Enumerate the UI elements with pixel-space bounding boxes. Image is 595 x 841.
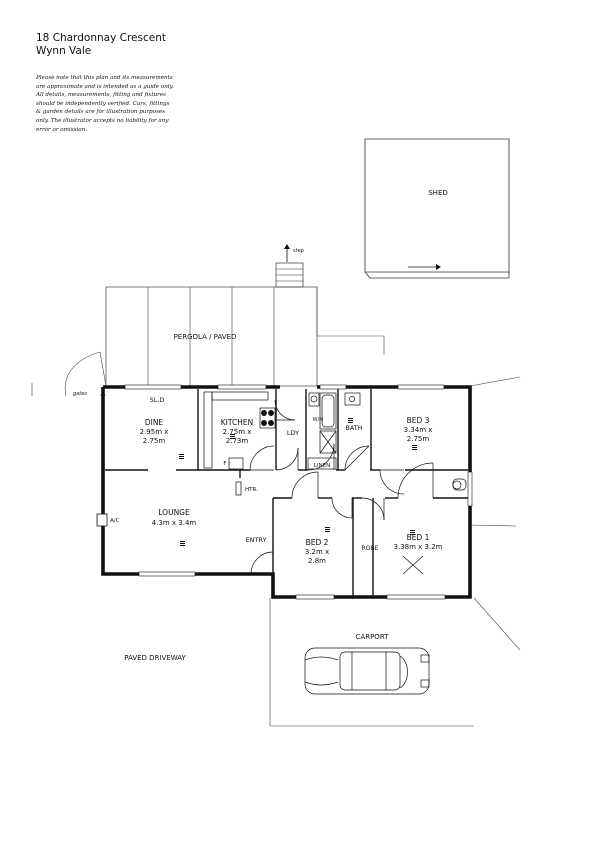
windows <box>124 384 473 600</box>
address-line-2: Wynn Vale <box>36 45 92 57</box>
pergola: PERGOLA / PAVED <box>105 286 385 387</box>
room-dine-dim2: 2.75m <box>143 437 166 445</box>
heater-label: HTR. <box>245 487 258 493</box>
room-lounge-name: LOUNGE <box>158 508 190 517</box>
room-bed2-dim2: 2.8m <box>308 557 326 565</box>
driveway-label: PAVED DRIVEWAY <box>124 654 186 662</box>
light-switches <box>179 418 417 546</box>
pergola-label: PERGOLA / PAVED <box>174 333 237 341</box>
car-icon <box>304 647 430 695</box>
robe-label: ROBE <box>362 545 379 552</box>
room-ldy-name: LDY <box>287 429 299 437</box>
shed-label: SHED <box>428 189 448 197</box>
step: step <box>275 244 304 288</box>
room-bath-name: BATH <box>345 424 362 432</box>
room-bed2-dim1: 3.2m x <box>305 548 329 556</box>
carport-label: CARPORT <box>356 633 390 641</box>
shed: SHED <box>364 138 510 279</box>
ceiling-fan-icon <box>402 555 424 575</box>
room-bed3-dim1: 3.34m x <box>404 426 433 434</box>
ac-unit <box>96 513 108 527</box>
room-kitchen-dim1: 2.75m x <box>223 428 252 436</box>
sliding-door-label: SL.D <box>150 396 165 404</box>
disclaimer-text: Please note that this plan and its measu… <box>36 75 174 133</box>
room-dine-name: DINE <box>145 418 164 427</box>
room-dine-dim1: 2.95m x <box>140 428 169 436</box>
linen-label: LINEN <box>314 463 330 469</box>
room-kitchen-name: KITCHEN <box>221 418 254 427</box>
entry-label: ENTRY <box>245 536 266 544</box>
fence-lines <box>31 351 521 727</box>
door-swings <box>249 399 434 575</box>
room-kitchen-dim2: 2.73m <box>226 437 249 445</box>
step-label: step <box>293 248 304 254</box>
address-block: 18 Chardonnay Crescent Wynn Vale <box>36 32 166 58</box>
room-bed3-name: BED 3 <box>407 416 430 425</box>
heater <box>235 481 242 496</box>
room-bed1-name: BED 1 <box>407 533 430 542</box>
room-bed3-dim2: 2.75m <box>407 435 430 443</box>
interior-walls <box>105 389 468 597</box>
ac-label: A/C <box>110 518 120 524</box>
room-lounge-dim1: 4.3m x 3.4m <box>152 519 197 527</box>
room-bed2-name: BED 2 <box>306 538 329 547</box>
fridge-label: F r <box>223 461 231 467</box>
laundry-bath-fixtures <box>307 392 467 491</box>
gates-label: gates <box>73 391 87 397</box>
washing-machine-label: W/M <box>313 417 324 423</box>
kitchen-fixtures <box>203 391 276 470</box>
address-line-1: 18 Chardonnay Crescent <box>36 32 166 44</box>
room-bed1-dim1: 3.38m x 3.2m <box>394 543 443 551</box>
room-labels: DINE 2.95m x 2.75m KITCHEN 2.75m x 2.73m… <box>140 416 443 565</box>
